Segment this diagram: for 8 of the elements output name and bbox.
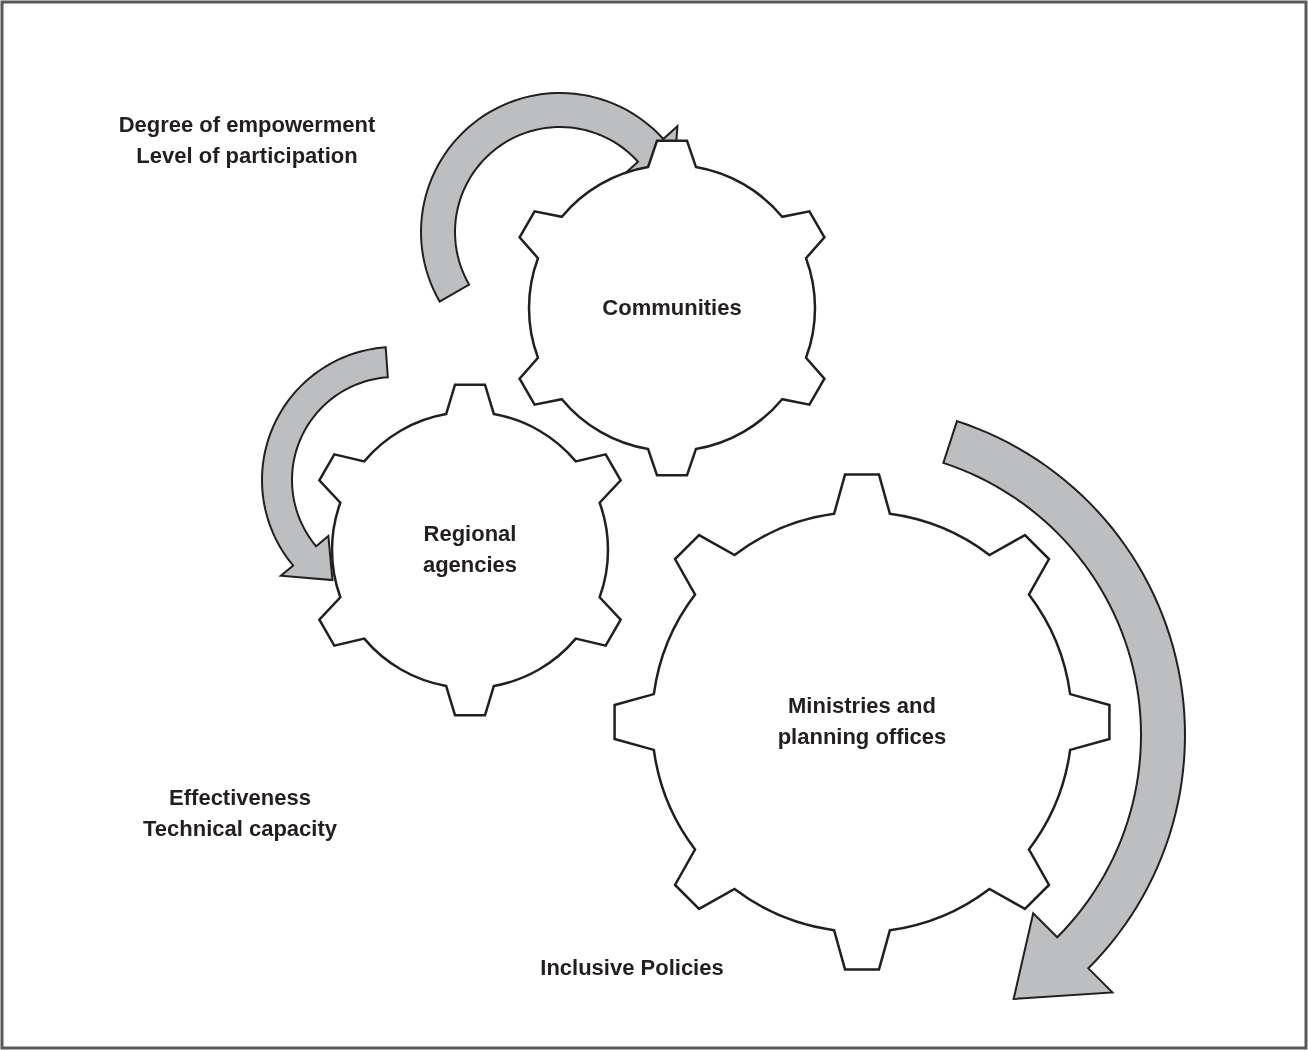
text-label: Inclusive Policies xyxy=(540,955,724,981)
gear-label: Communities xyxy=(601,293,743,322)
text-label: Level of participation xyxy=(136,143,358,169)
text-label: Technical capacity xyxy=(143,816,337,842)
text-label: Degree of empowerment xyxy=(118,112,376,138)
text-label: Effectiveness xyxy=(169,785,311,811)
gear-label: Regional agencies xyxy=(421,520,519,579)
gear-label: Ministries and planning offices xyxy=(776,692,948,751)
